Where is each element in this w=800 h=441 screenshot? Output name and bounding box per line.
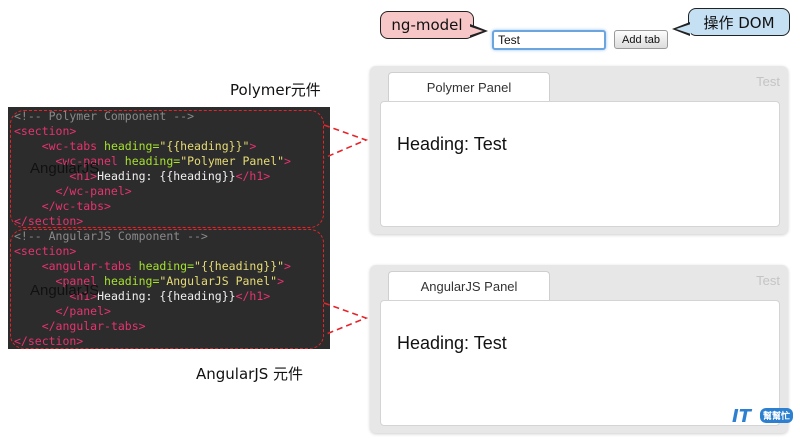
angular-panel-tab[interactable]: AngularJS Panel	[388, 271, 550, 300]
polymer-test-tab[interactable]: Test	[756, 74, 780, 89]
angular-panel-container: AngularJS Panel Test Heading: Test	[370, 265, 788, 433]
code-token: <section>	[14, 244, 77, 258]
polymer-panel-heading: Heading: Test	[397, 134, 507, 154]
polymer-panel-container: Polymer Panel Test Heading: Test	[370, 66, 788, 234]
add-tab-button[interactable]: Add tab	[614, 30, 668, 49]
code-line: <wc-panel heading="Polymer Panel">	[14, 154, 330, 169]
code-line: </panel>	[14, 304, 330, 319]
code-overlay-label-1: AngularJS	[30, 160, 100, 177]
code-token: heading=	[104, 139, 160, 153]
polymer-code-highlight	[10, 110, 324, 228]
polymer-panel-body: Heading: Test	[380, 101, 780, 227]
angular-component-label: AngularJS 元件	[196, 365, 304, 383]
code-token: "{{heading}}"	[159, 139, 250, 153]
ng-model-callout-text: ng-model	[391, 16, 463, 34]
polymer-component-label: Polymer元件	[230, 81, 321, 99]
code-token: <section>	[14, 124, 77, 138]
code-token: heading=	[104, 274, 160, 288]
code-token: </h1>	[235, 169, 271, 183]
heading-input[interactable]	[492, 30, 606, 50]
code-token: "AngularJS Panel"	[159, 274, 278, 288]
dom-callout: 操作 DOM	[688, 8, 790, 36]
ng-model-callout-pointer-fill	[468, 26, 483, 36]
code-token: </wc-panel>	[55, 184, 132, 198]
code-token: heading=	[124, 154, 181, 168]
code-line: </wc-tabs>	[14, 199, 330, 214]
angular-test-tab[interactable]: Test	[756, 273, 780, 288]
code-token: <wc-panel	[55, 154, 125, 168]
ithome-logo: IT 幫幫忙	[732, 404, 796, 436]
code-token: Heading: {{heading}}	[97, 169, 236, 183]
ng-model-callout: ng-model	[380, 11, 474, 39]
angular-code-highlight	[10, 229, 324, 349]
polymer-panel-tab-label: Polymer Panel	[426, 79, 512, 95]
code-token: <h1>	[69, 169, 98, 183]
angular-panel-heading: Heading: Test	[397, 333, 507, 353]
angular-panel-tab-label: AngularJS Panel	[420, 278, 518, 294]
code-token: "Polymer Panel"	[180, 154, 285, 168]
code-line: <h1>Heading: {{heading}}</h1>	[14, 289, 330, 304]
code-token: </h1>	[235, 289, 271, 303]
polymer-connector	[323, 124, 369, 159]
code-token: </wc-tabs>	[41, 199, 111, 213]
code-token: <wc-tabs	[41, 139, 105, 153]
code-token: </panel>	[55, 304, 111, 318]
code-token: >	[249, 139, 257, 153]
dom-callout-text: 操作 DOM	[703, 13, 775, 32]
logo-subtitle: 幫幫忙	[760, 408, 794, 423]
code-token: >	[284, 154, 291, 168]
code-overlay-label-2: AngularJS	[30, 282, 100, 299]
code-token: heading=	[138, 259, 195, 273]
code-token: >	[284, 259, 291, 273]
angular-panel-body: Heading: Test	[380, 300, 780, 426]
code-token: <angular-tabs	[41, 259, 139, 273]
code-line: <section>	[14, 124, 330, 139]
code-token: Heading: {{heading}}	[97, 289, 236, 303]
code-line: <wc-tabs heading="{{heading}}">	[14, 139, 330, 154]
code-line: <panel heading="AngularJS Panel">	[14, 274, 330, 289]
logo-mark: IT	[732, 406, 751, 427]
code-line: <section>	[14, 244, 330, 259]
code-line: </angular-tabs>	[14, 319, 330, 334]
code-line: <angular-tabs heading="{{heading}}">	[14, 259, 330, 274]
code-token: </section>	[14, 334, 84, 348]
code-line: <h1>Heading: {{heading}}</h1>	[14, 169, 330, 184]
code-token: <!-- Polymer Component -->	[14, 109, 195, 123]
code-line: </section>	[14, 334, 330, 349]
dom-callout-pointer-fill	[676, 24, 691, 34]
code-block: <!-- Polymer Component --><section> <wc-…	[8, 107, 330, 349]
code-line: <!-- Polymer Component -->	[14, 109, 330, 124]
code-token: <h1>	[69, 289, 98, 303]
code-token: </section>	[14, 214, 84, 228]
code-token: </angular-tabs>	[41, 319, 146, 333]
polymer-panel-tab[interactable]: Polymer Panel	[388, 72, 550, 101]
code-line: </wc-panel>	[14, 184, 330, 199]
code-token: >	[277, 274, 285, 288]
angular-connector	[323, 302, 369, 336]
code-line: </section>	[14, 214, 330, 229]
code-token: <panel	[55, 274, 105, 288]
code-token: "{{heading}}"	[194, 259, 285, 273]
